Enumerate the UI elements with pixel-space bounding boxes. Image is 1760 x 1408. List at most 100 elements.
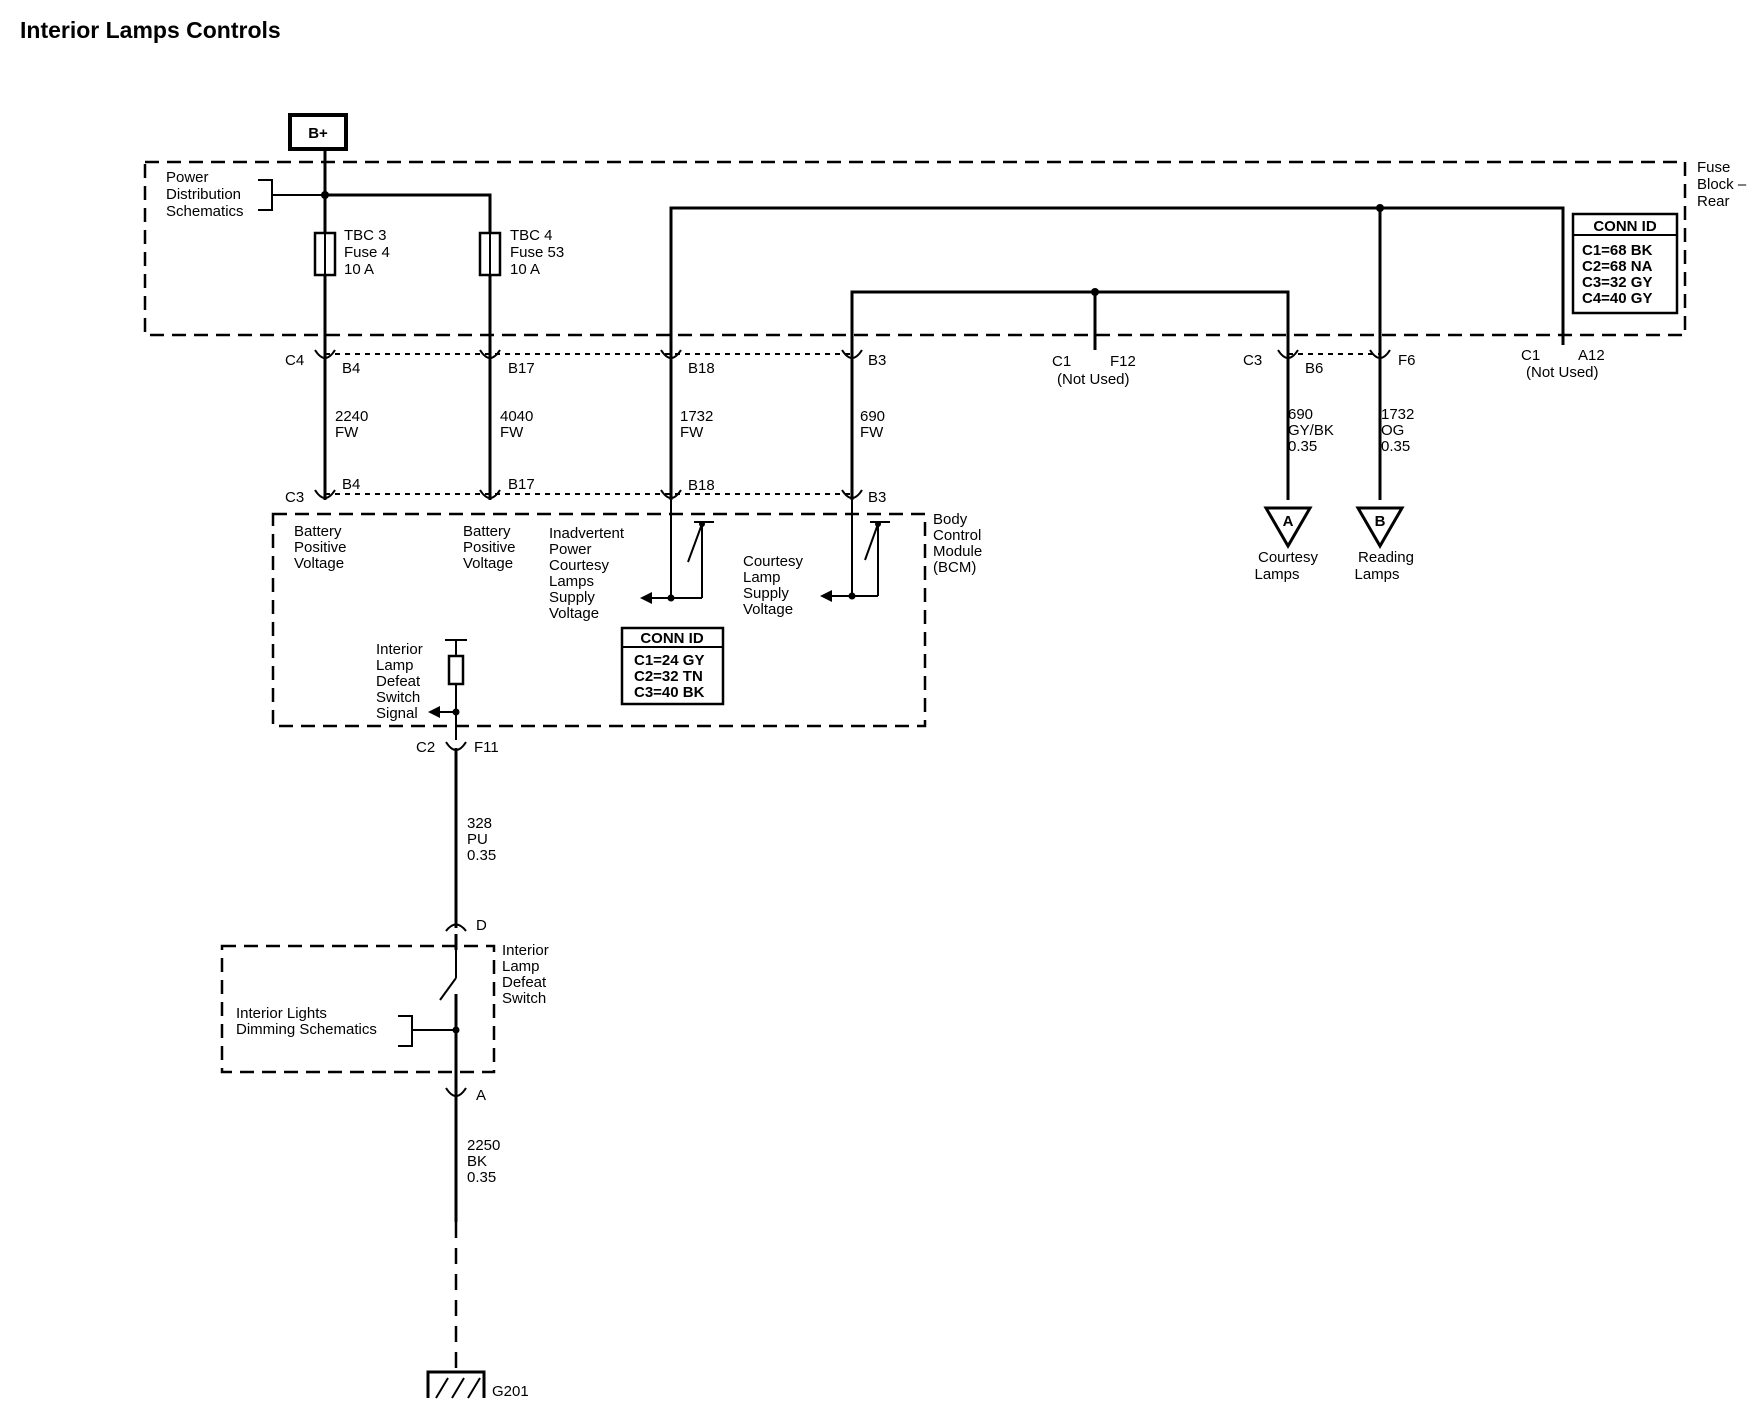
svg-text:Schematics: Schematics: [166, 203, 244, 220]
svg-text:Voltage: Voltage: [463, 555, 513, 572]
svg-text:0.35: 0.35: [467, 847, 496, 864]
svg-text:B: B: [1375, 513, 1386, 530]
svg-text:Positive: Positive: [294, 539, 347, 556]
bcm-label: Body Control Module (BCM): [933, 511, 982, 576]
svg-text:4040: 4040: [500, 408, 533, 425]
bcm-battery-positive-1: Battery Positive Voltage: [294, 523, 347, 572]
svg-text:0.35: 0.35: [1288, 438, 1317, 455]
svg-text:GY/BK: GY/BK: [1288, 422, 1334, 439]
svg-text:CONN ID: CONN ID: [640, 630, 704, 647]
svg-text:Courtesy: Courtesy: [549, 557, 610, 574]
svg-text:Voltage: Voltage: [743, 601, 793, 618]
bcm-switch-b3: [820, 500, 890, 602]
ref-b-reading-lamps: B: [1355, 506, 1405, 549]
bcm-pin-b3: B3: [868, 489, 886, 506]
svg-text:Supply: Supply: [549, 589, 595, 606]
svg-text:Lamp: Lamp: [743, 569, 781, 586]
svg-text:Inadvertent: Inadvertent: [549, 525, 625, 542]
svg-text:Switch: Switch: [502, 990, 546, 1007]
svg-text:PU: PU: [467, 831, 488, 848]
wire-label-4040: 4040 FW: [500, 408, 533, 441]
svg-text:690: 690: [860, 408, 885, 425]
svg-text:C2=32 TN: C2=32 TN: [634, 668, 703, 685]
page-title: Interior Lamps Controls: [20, 17, 281, 43]
wire-label-690-gybk: 690 GY/BK 0.35: [1288, 406, 1334, 455]
wire-label-1732-fw: 1732 FW: [680, 408, 713, 441]
wire-b17-feed: [325, 193, 492, 500]
fuse-block-label: Fuse Block – Rear: [1697, 159, 1747, 210]
svg-text:Rear: Rear: [1697, 193, 1730, 210]
svg-text:Positive: Positive: [463, 539, 516, 556]
ground-g201-symbol: [426, 1370, 486, 1399]
svg-text:C3=40 BK: C3=40 BK: [634, 684, 705, 701]
svg-text:OG: OG: [1381, 422, 1404, 439]
svg-text:Lamps: Lamps: [1354, 566, 1399, 583]
bcm-pin-b4: B4: [342, 476, 360, 493]
svg-text:Lamps: Lamps: [1254, 566, 1299, 583]
svg-text:Distribution: Distribution: [166, 186, 241, 203]
bcm-switch-b18: [640, 500, 714, 604]
svg-text:2240: 2240: [335, 408, 368, 425]
svg-text:Supply: Supply: [743, 585, 789, 602]
bcm-pin-b17: B17: [508, 476, 535, 493]
svg-text:CONN ID: CONN ID: [1593, 218, 1657, 235]
bcm-pin-f11: F11: [474, 739, 499, 756]
pin-b17: B17: [508, 360, 535, 377]
pin-not-used-2: (Not Used): [1526, 364, 1599, 381]
connector-d: [445, 923, 467, 932]
svg-text:Interior Lights: Interior Lights: [236, 1005, 327, 1022]
svg-text:C3=32 GY: C3=32 GY: [1582, 274, 1652, 291]
svg-text:FW: FW: [680, 424, 704, 441]
bcm-defeat-signal-circuit: [428, 639, 467, 740]
svg-text:Courtesy: Courtesy: [1258, 549, 1319, 566]
bcm-courtesy-supply: Courtesy Lamp Supply Voltage: [743, 553, 804, 618]
bcm-conn-id-table: CONN ID C1=24 GY C2=32 TN C3=40 BK: [620, 626, 725, 706]
bcm-battery-positive-2: Battery Positive Voltage: [463, 523, 516, 572]
defeat-switch-label: Interior Lamp Defeat Switch: [502, 942, 549, 1007]
pin-c3: C3: [1243, 352, 1262, 369]
svg-text:Fuse 53: Fuse 53: [510, 244, 564, 261]
switch-pin-a: A: [476, 1087, 486, 1104]
pin-b4: B4: [342, 360, 360, 377]
svg-text:C4=40 GY: C4=40 GY: [1582, 290, 1652, 307]
bcm-pin-c3: C3: [285, 489, 304, 506]
svg-text:BK: BK: [467, 1153, 487, 1170]
svg-text:Lamp: Lamp: [502, 958, 540, 975]
connector-symbols-bcm: [314, 489, 863, 499]
wire-label-2250: 2250 BK 0.35: [467, 1137, 500, 1186]
svg-text:C1=24 GY: C1=24 GY: [634, 652, 704, 669]
ground-g201-label: G201: [492, 1383, 529, 1400]
pin-f12: F12: [1110, 353, 1136, 370]
svg-text:Reading: Reading: [1358, 549, 1414, 566]
ref-b-label: Reading Lamps: [1354, 549, 1413, 583]
wire-label-1732-og: 1732 OG 0.35: [1381, 406, 1414, 455]
svg-text:Battery: Battery: [463, 523, 511, 540]
svg-text:Voltage: Voltage: [549, 605, 599, 622]
svg-text:Voltage: Voltage: [294, 555, 344, 572]
svg-text:FW: FW: [860, 424, 884, 441]
svg-text:Module: Module: [933, 543, 982, 560]
pin-c4: C4: [285, 352, 304, 369]
bcm-inadvertent-power: Inadvertent Power Courtesy Lamps Supply …: [549, 525, 625, 622]
svg-text:Signal: Signal: [376, 705, 418, 722]
fuse-tbc3-label: TBC 3 Fuse 4 10 A: [344, 227, 390, 278]
svg-text:Interior: Interior: [502, 942, 549, 959]
svg-text:Power: Power: [549, 541, 592, 558]
wire-label-328: 328 PU 0.35: [467, 815, 496, 864]
bcm-outline: [271, 512, 927, 728]
svg-text:Switch: Switch: [376, 689, 420, 706]
svg-text:Dimming Schematics: Dimming Schematics: [236, 1021, 377, 1038]
svg-text:Power: Power: [166, 169, 209, 186]
bcm-pin-b18: B18: [688, 477, 715, 494]
fuse-block-outline: [143, 160, 1687, 337]
ref-a-courtesy-lamps: A: [1263, 506, 1313, 549]
svg-text:A: A: [1283, 513, 1294, 530]
defeat-switch-contact: [412, 934, 460, 1100]
wire-b18-bus: [669, 206, 1565, 345]
svg-text:C2=68 NA: C2=68 NA: [1582, 258, 1653, 275]
power-distribution-reference: Power Distribution Schematics: [166, 169, 325, 220]
pin-b6: B6: [1305, 360, 1323, 377]
svg-text:Lamps: Lamps: [549, 573, 594, 590]
svg-text:1732: 1732: [1381, 406, 1414, 423]
switch-pin-d: D: [476, 917, 487, 934]
